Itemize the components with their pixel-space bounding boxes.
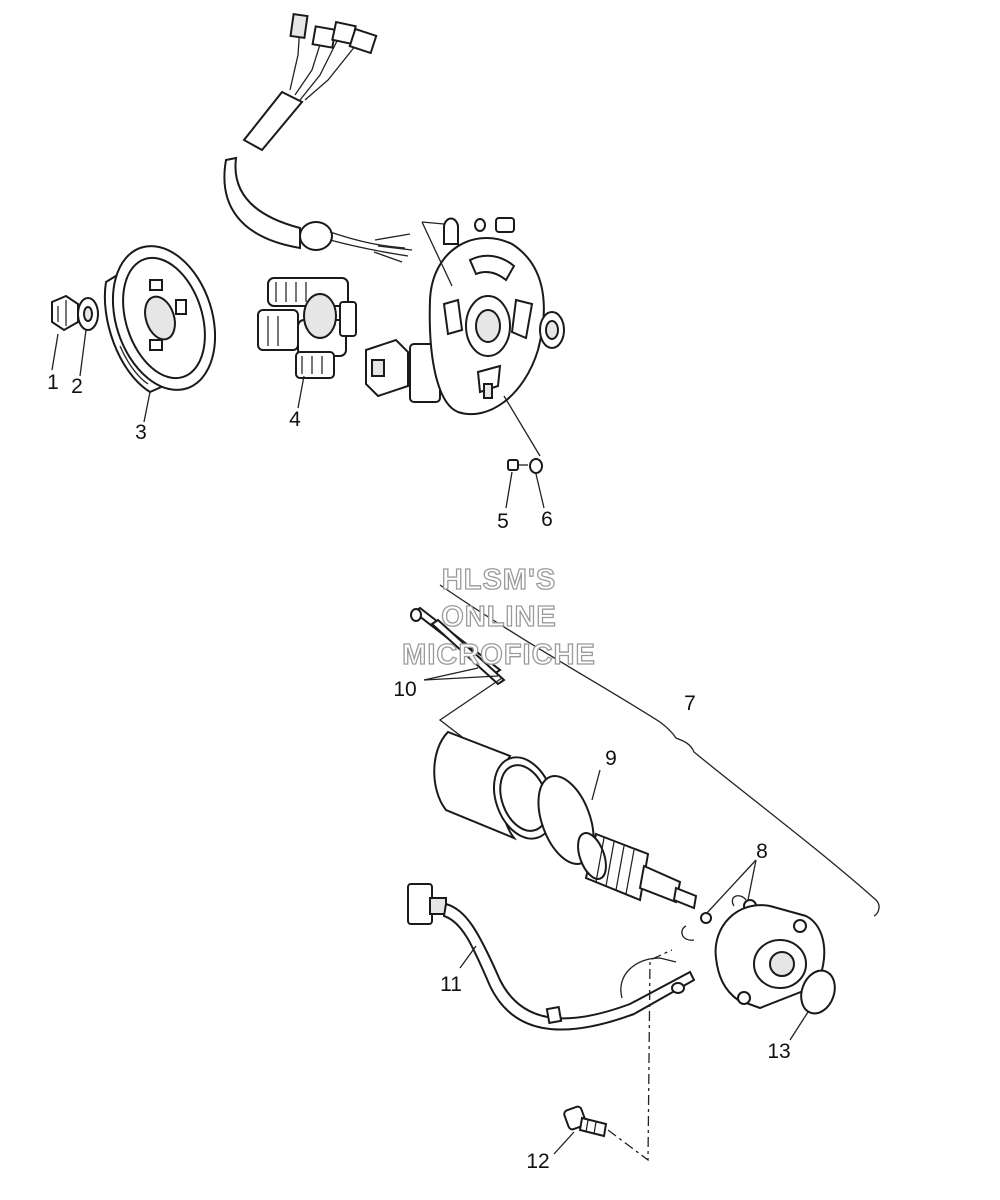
watermark-line-2: ONLINE: [441, 601, 557, 633]
stator-plate: [428, 237, 545, 416]
callout-12: 12: [526, 1150, 549, 1173]
stator: [257, 277, 357, 379]
oil-seal: [539, 311, 565, 349]
o-ring-13: [800, 969, 836, 1015]
watermark: HLSM'S ONLINE MICROFICHE: [402, 563, 596, 671]
flywheel: [103, 245, 217, 394]
callout-labels: 1 2 3 4 5 6 7 8 9 10 11 12 13: [47, 371, 791, 1173]
end-cover: [714, 904, 826, 1010]
callout-7: 7: [684, 692, 696, 715]
callout-13: 13: [767, 1040, 790, 1063]
callout-2: 2: [71, 375, 83, 398]
callout-11: 11: [440, 973, 462, 996]
callout-3: 3: [135, 421, 147, 444]
armature: [577, 832, 698, 910]
callout-6: 6: [541, 508, 553, 531]
watermark-line-3: MICROFICHE: [402, 639, 596, 671]
clamp-hardware: [421, 217, 515, 287]
callout-10: 10: [393, 678, 416, 701]
screw-and-washer: [503, 395, 543, 474]
callout-8: 8: [756, 840, 768, 863]
watermark-line-1: HLSM'S: [442, 564, 556, 596]
pickup-coil: [365, 338, 441, 403]
wiring-harness: [223, 13, 413, 263]
leader-lines: [51, 329, 809, 1155]
through-bolts: [410, 606, 506, 741]
mounting-bolt: [563, 1105, 608, 1138]
flywheel-washer: [77, 297, 99, 331]
starter-cable: [407, 883, 696, 1031]
callout-1: 1: [47, 371, 59, 394]
callout-9: 9: [605, 747, 617, 770]
flywheel-nut: [51, 294, 79, 332]
callout-4: 4: [289, 408, 301, 431]
callout-5: 5: [497, 510, 509, 533]
